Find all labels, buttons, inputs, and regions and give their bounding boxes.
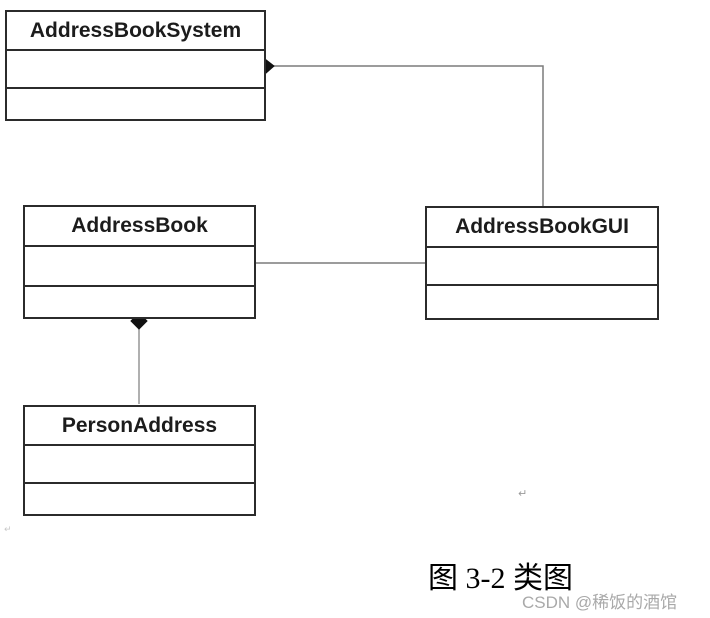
class-box-address-book-system: AddressBookSystem (5, 10, 266, 121)
class-box-address-book: AddressBook (23, 205, 256, 319)
attributes-compartment (25, 245, 254, 285)
class-title-address-book-system: AddressBookSystem (29, 18, 242, 42)
operations-compartment (25, 285, 254, 317)
class-box-person-address: PersonAddress (23, 405, 256, 516)
class-title-person-address: PersonAddress (61, 413, 218, 437)
operations-compartment (427, 284, 657, 318)
paragraph-mark: ↵ (518, 488, 528, 500)
class-title-address-book: AddressBook (71, 214, 208, 237)
attributes-compartment (427, 246, 657, 284)
class-title-address-book-gui: AddressBookGUI (455, 215, 629, 238)
operations-compartment (7, 87, 264, 119)
paragraph-mark: ↵ (4, 524, 12, 534)
attributes-compartment (7, 49, 264, 87)
attributes-compartment (25, 444, 254, 482)
composition-link-system-to-gui (273, 65, 544, 206)
class-box-address-book-gui: AddressBookGUI (425, 206, 659, 320)
figure-caption: 图 3-2 类图 (428, 562, 573, 595)
csdn-watermark: CSDN @稀饭的酒馆 (522, 593, 678, 612)
operations-compartment (25, 482, 254, 514)
